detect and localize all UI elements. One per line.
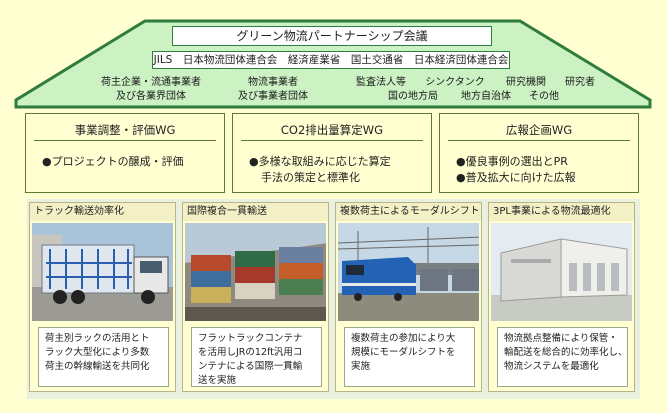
wg-pr-item-1: ●優良事例の選出とPR — [456, 154, 632, 170]
member-group-logistics: 物流事業者 及び事業者団体 — [218, 76, 328, 104]
wg-evaluation-title: 事業調整・評価WG — [34, 122, 216, 141]
case-train-title: 複数荷主によるモーダルシフト — [336, 203, 481, 221]
case-containers-desc-1: フラットラックコンテナ — [198, 332, 315, 346]
warehouse-photo — [491, 223, 632, 321]
case-warehouse-desc-2: 輸配送を総合的に効率化し、 — [504, 346, 621, 360]
member-researcher: 研究者 — [560, 76, 600, 90]
member-local-govt: 地方自治体 — [455, 90, 517, 104]
case-warehouse-desc-3: 物流システムを最適化 — [504, 360, 621, 374]
wg-co2-item-cont: 手法の策定と標準化 — [249, 170, 425, 186]
wg-co2-title: CO2排出量算定WG — [241, 122, 423, 141]
core-organizations: JILS 日本物流団体連合会 経済産業省 国土交通省 日本経済団体連合会 — [152, 51, 510, 69]
case-train-desc-2: 規模にモーダルシフトを — [351, 346, 468, 360]
case-containers: 国際複合一貫輸送 フラットラックコンテナ を活用しJRの12ft汎用コ ンテナに… — [182, 202, 329, 392]
case-truck: トラック輸送効率化 荷主別ラックの活用とト ラック — [29, 202, 176, 392]
member-logistics-line2: 及び事業者団体 — [218, 90, 328, 104]
member-regional-bureau: 国の地方局 — [382, 90, 444, 104]
member-shippers-line1: 荷主企業・流通事業者 — [86, 76, 216, 90]
wg-evaluation: 事業調整・評価WG ●プロジェクトの醸成・評価 — [25, 113, 225, 193]
wg-co2-item: ●多様な取組みに応じた算定 — [249, 154, 425, 170]
wg-pr-title: 広報企画WG — [448, 122, 630, 141]
case-train-desc-1: 複数荷主の参加により大 — [351, 332, 468, 346]
wg-co2: CO2排出量算定WG ●多様な取組みに応じた算定 手法の策定と標準化 — [232, 113, 432, 193]
case-truck-desc-1: 荷主別ラックの活用とト — [45, 332, 162, 346]
case-truck-desc-3: 荷主の幹線輸送を共同化 — [45, 360, 162, 374]
wg-pr-item-2: ●普及拡大に向けた広報 — [456, 170, 632, 186]
train-photo — [338, 223, 479, 321]
member-logistics-line1: 物流事業者 — [218, 76, 328, 90]
member-others: その他 — [524, 90, 564, 104]
case-containers-desc-4: 送を実施 — [198, 374, 315, 388]
case-train: 複数荷主によるモーダルシフト 複数荷主の参加により大 規模にモーダルシフトを 実… — [335, 202, 482, 392]
member-audit: 監査法人等 — [350, 76, 412, 90]
case-truck-title: トラック輸送効率化 — [30, 203, 175, 221]
case-containers-desc-3: ンテナによる国際一貫輸 — [198, 360, 315, 374]
member-research-inst: 研究機関 — [500, 76, 552, 90]
council-title: グリーン物流パートナーシップ会議 — [172, 26, 492, 46]
member-group-shippers: 荷主企業・流通事業者 及び各業界団体 — [86, 76, 216, 104]
case-containers-title: 国際複合一貫輸送 — [183, 203, 328, 221]
wg-pr: 広報企画WG ●優良事例の選出とPR ●普及拡大に向けた広報 — [439, 113, 639, 193]
case-warehouse-desc-1: 物流拠点整備により保管・ — [504, 332, 621, 346]
member-shippers-line2: 及び各業界団体 — [86, 90, 216, 104]
case-truck-desc-2: ラック大型化により多数 — [45, 346, 162, 360]
truck-photo — [32, 223, 173, 321]
case-train-desc-3: 実施 — [351, 360, 468, 374]
case-containers-desc-2: を活用しJRの12ft汎用コ — [198, 346, 315, 360]
member-thinktank: シンクタンク — [420, 76, 490, 90]
containers-photo — [185, 223, 326, 321]
case-warehouse-title: 3PL事業による物流最適化 — [489, 203, 634, 221]
wg-evaluation-item: ●プロジェクトの醸成・評価 — [42, 154, 218, 170]
case-warehouse: 3PL事業による物流最適化 物流拠点整備により保管・ 輸配送を総合的に効率化し、… — [488, 202, 635, 392]
